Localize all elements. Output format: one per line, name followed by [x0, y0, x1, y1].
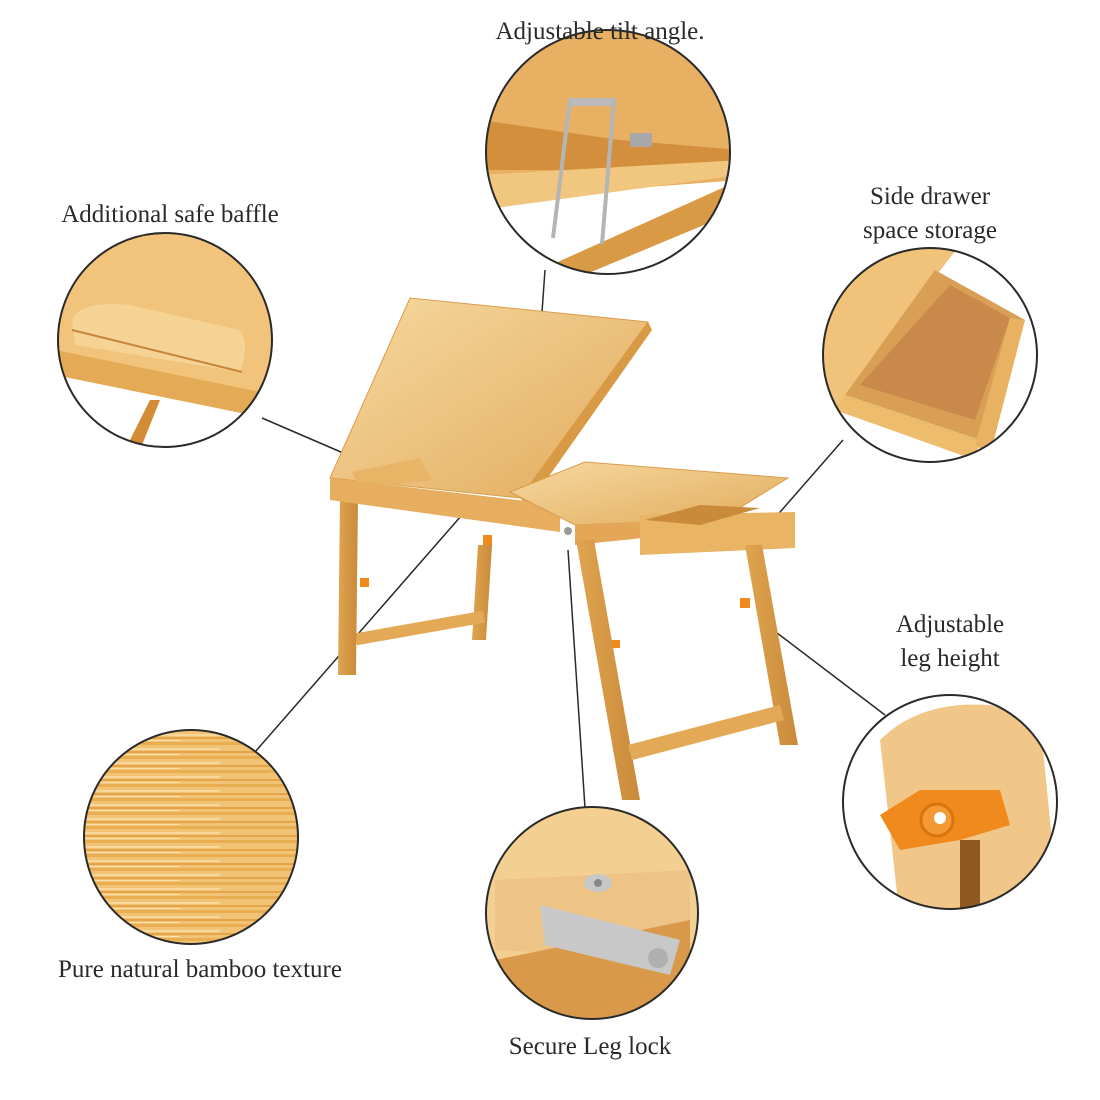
tilt-detail-image	[486, 30, 730, 274]
leg-height-label-line1: Adjustable	[895, 611, 1005, 638]
bamboo-texture-label: Pure natural bamboo texture	[58, 956, 342, 983]
safe-baffle-label: Additional safe baffle	[61, 201, 279, 228]
side-drawer-label-line2: space storage	[863, 217, 997, 244]
leg-lock-detail-image	[486, 807, 698, 1019]
tilt-angle-label: Adjustable tilt angle.	[495, 18, 705, 45]
leg-height-detail-image	[843, 695, 1057, 909]
side-drawer-label-line1: Side drawer	[869, 183, 991, 210]
baffle-detail-image	[58, 233, 272, 447]
leg-height-label-line2: leg height	[900, 645, 1000, 672]
drawer-detail-image	[823, 248, 1037, 462]
leg-lock-label: Secure Leg lock	[508, 1033, 672, 1060]
bamboo-texture-image	[84, 730, 298, 944]
main-desk-illustration	[329, 297, 798, 800]
